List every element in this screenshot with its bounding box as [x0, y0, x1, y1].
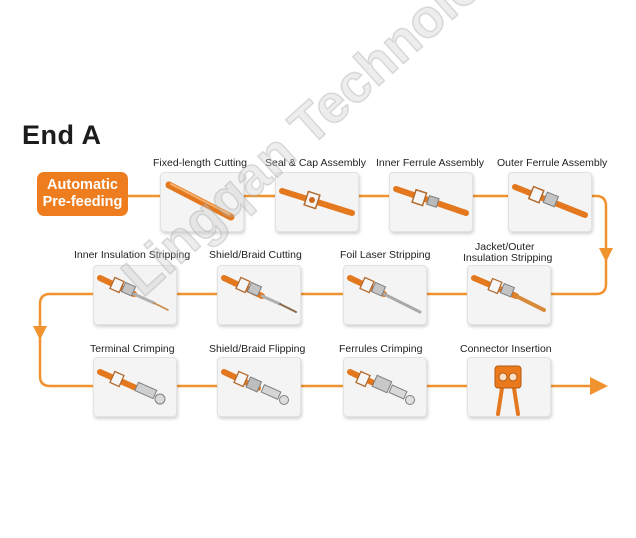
automatic-pre-feeding-box: Automatic Pre-feeding [37, 172, 128, 216]
step-card-connector-insertion [467, 357, 551, 417]
cable-segment-image [161, 173, 243, 231]
step-label-shield-braid-cutting: Shield/Braid Cutting [209, 249, 302, 261]
step-card-terminal-crimping [93, 357, 177, 417]
step-label-connector-insertion: Connector Insertion [460, 343, 552, 355]
step-card-shield-braid-cutting [217, 265, 301, 325]
outer-ferrule-image [509, 173, 591, 231]
step-card-inner-ferrule-assembly [389, 172, 473, 232]
inner-ferrule-image [390, 173, 472, 231]
step-card-shield-braid-flipping [217, 357, 301, 417]
flow-arrow-down-right [599, 248, 613, 262]
flow-arrow-down-left [33, 326, 47, 340]
terminal-crimping-image [94, 358, 176, 416]
step-label-insulation-stripping: Insulation Stripping [463, 252, 552, 264]
step-label-outer-ferrule-assembly: Outer Ferrule Assembly [497, 157, 607, 169]
step-label-shield-braid-flipping: Shield/Braid Flipping [209, 343, 305, 355]
inner-insulation-image [94, 266, 176, 324]
braid-cutting-image [218, 266, 300, 324]
step-card-fixed-length-cutting [160, 172, 244, 232]
start-line-1: Automatic [47, 177, 118, 194]
seal-cap-image [276, 173, 358, 231]
step-label-foil-laser-stripping: Foil Laser Stripping [340, 249, 430, 261]
step-label-seal-cap-assembly: Seal & Cap Assembly [265, 157, 366, 169]
start-line-2: Pre-feeding [43, 194, 123, 211]
ferrules-crimping-image [344, 358, 426, 416]
step-card-seal-cap-assembly [275, 172, 359, 232]
step-card-foil-laser-stripping [343, 265, 427, 325]
step-label-inner-ferrule-assembly: Inner Ferrule Assembly [376, 157, 484, 169]
step-card-inner-insulation-stripping [93, 265, 177, 325]
connector-insertion-image [468, 358, 550, 416]
step-card-ferrules-crimping [343, 357, 427, 417]
step-card-outer-ferrule-assembly [508, 172, 592, 232]
foil-stripping-image [344, 266, 426, 324]
step-label-inner-insulation-stripping: Inner Insulation Stripping [74, 249, 190, 261]
step-label-ferrules-crimping: Ferrules Crimping [339, 343, 422, 355]
braid-flipping-image [218, 358, 300, 416]
step-card-jacket-outer-insulation-stripping [467, 265, 551, 325]
step-label-terminal-crimping: Terminal Crimping [90, 343, 175, 355]
flow-arrow-end [590, 377, 608, 395]
step-label-fixed-length-cutting: Fixed-length Cutting [153, 157, 247, 169]
jacket-stripping-image [468, 266, 550, 324]
